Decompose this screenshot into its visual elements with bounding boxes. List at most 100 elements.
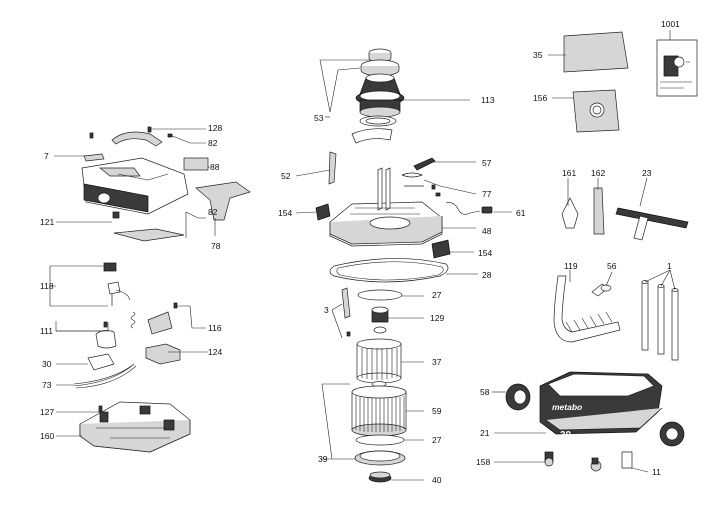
motor-foam-strip xyxy=(351,128,393,144)
callout-73: 73 xyxy=(42,380,52,390)
callout-128: 128 xyxy=(208,123,222,133)
callout-88: 88 xyxy=(210,162,220,172)
callout-158: 158 xyxy=(476,457,490,467)
holder-3 xyxy=(341,287,351,319)
container-21: metabo 30 xyxy=(539,371,663,441)
callout-78: 78 xyxy=(211,241,221,251)
valve-111 xyxy=(95,330,117,349)
motor-assembly xyxy=(355,48,405,127)
leader-lines-center xyxy=(295,59,512,481)
tubes-1 xyxy=(641,280,679,361)
callout-118: 118 xyxy=(40,281,54,291)
nut-40 xyxy=(368,471,392,483)
leader-lines-left xyxy=(49,128,216,437)
spring-116 xyxy=(130,311,136,329)
filter-basket-37 xyxy=(356,338,402,384)
callout-7: 7 xyxy=(44,151,49,161)
callout-1: 1 xyxy=(667,261,672,271)
label-11 xyxy=(621,451,633,469)
head-assembly-48 xyxy=(329,167,443,247)
housing-top xyxy=(81,157,189,215)
callout-59: 59 xyxy=(432,406,442,416)
cable-73 xyxy=(73,363,137,389)
screw-127 xyxy=(98,405,103,413)
part-121 xyxy=(112,211,120,219)
callout-3: 3 xyxy=(324,305,329,315)
part-118-switch xyxy=(103,262,117,272)
callout-82a: 82 xyxy=(208,138,218,148)
callout-21: 21 xyxy=(480,428,490,438)
nozzle-162 xyxy=(593,187,605,235)
callout-30: 30 xyxy=(42,359,52,369)
callout-121: 121 xyxy=(40,217,54,227)
volume-mark: 30 xyxy=(560,430,572,441)
callout-129: 129 xyxy=(430,313,444,323)
cable-61 xyxy=(445,202,481,215)
spring-77 xyxy=(401,172,424,187)
callout-113: 113 xyxy=(481,95,495,105)
cover-88 xyxy=(183,157,209,171)
hose-119 xyxy=(553,275,621,343)
callout-39: 39 xyxy=(318,454,328,464)
housing-base-160 xyxy=(79,401,191,453)
callout-154a: 154 xyxy=(278,208,292,218)
callout-35: 35 xyxy=(533,50,543,60)
latch-52 xyxy=(328,151,337,185)
callout-56: 56 xyxy=(607,261,617,271)
callout-1001: 1001 xyxy=(661,19,680,29)
callout-27b: 27 xyxy=(432,435,442,445)
wheel-21b xyxy=(659,421,685,447)
ring-27-lower xyxy=(355,434,405,446)
callout-48: 48 xyxy=(482,226,492,236)
callout-119: 119 xyxy=(564,261,578,271)
callout-37: 37 xyxy=(432,357,442,367)
plug-61 xyxy=(481,206,493,214)
callout-124: 124 xyxy=(208,347,222,357)
wheel-58 xyxy=(505,383,531,411)
castor-158 xyxy=(544,451,554,467)
latch-57 xyxy=(413,157,436,171)
callout-161: 161 xyxy=(562,168,576,178)
callout-156: 156 xyxy=(533,93,547,103)
spring-118 xyxy=(107,281,121,306)
floor-nozzle-23 xyxy=(615,207,689,241)
callout-27a: 27 xyxy=(432,290,442,300)
callout-57: 57 xyxy=(482,158,492,168)
screw-77 xyxy=(431,184,441,197)
screws-128 xyxy=(89,126,173,139)
callout-28: 28 xyxy=(482,270,492,280)
dust-bag-156 xyxy=(572,89,620,133)
callout-52: 52 xyxy=(281,171,291,181)
callout-154b: 154 xyxy=(478,248,492,258)
cartridge-filter-59 xyxy=(351,385,407,437)
plate-39 xyxy=(354,450,406,466)
connector-56 xyxy=(591,283,612,297)
filter-bag-35 xyxy=(563,31,629,73)
callout-77: 77 xyxy=(482,189,492,199)
callout-82b: 82 xyxy=(208,207,218,217)
switch-154 xyxy=(315,203,331,221)
lever-30 xyxy=(87,353,115,371)
nut-129 xyxy=(371,306,389,334)
callout-61: 61 xyxy=(516,208,526,218)
callout-40: 40 xyxy=(432,475,442,485)
hook-78 xyxy=(195,181,251,221)
handle-82 xyxy=(111,131,163,147)
foam-124 xyxy=(145,343,181,365)
ring-27-upper xyxy=(357,289,403,301)
callout-116: 116 xyxy=(208,323,222,333)
plate-82b xyxy=(113,228,185,242)
callout-58: 58 xyxy=(480,387,490,397)
callout-23: 23 xyxy=(642,168,652,178)
callout-127: 127 xyxy=(40,407,54,417)
screw-111 xyxy=(103,321,108,328)
callout-labels: 1001 35 156 53 113 128 82 7 88 52 57 77 … xyxy=(40,19,680,485)
leader-lines-right xyxy=(492,30,676,473)
callout-160: 160 xyxy=(40,431,54,441)
callout-162: 162 xyxy=(591,168,605,178)
callout-111: 111 xyxy=(40,326,53,336)
castor-21c xyxy=(590,457,602,472)
bracket-116 xyxy=(147,311,173,335)
bag-1001 xyxy=(656,39,698,97)
